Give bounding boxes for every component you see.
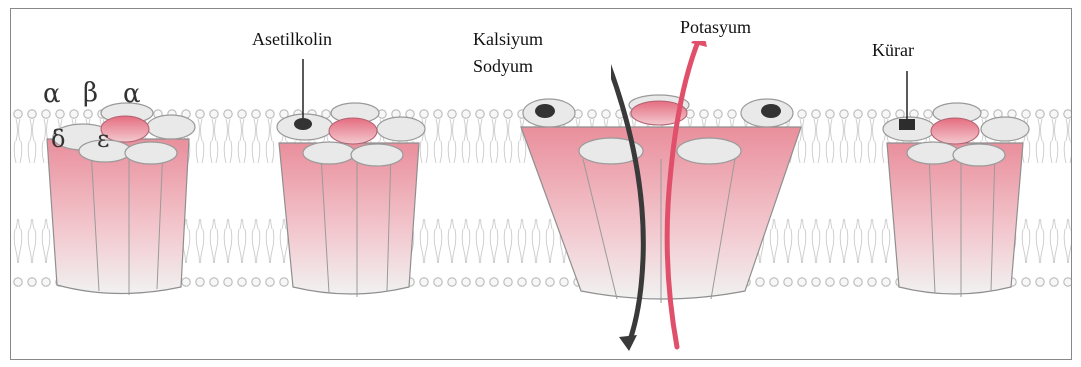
receptor-acetylcholine-bound <box>277 59 425 297</box>
acetylcholine-molecule <box>761 104 781 118</box>
subunit-cap <box>377 117 425 141</box>
subunit-cap <box>981 117 1029 141</box>
subunit-cap <box>351 144 403 166</box>
subunit-cap <box>907 142 959 164</box>
subunit-delta-label: δ <box>51 125 65 153</box>
subunit-cap <box>125 142 177 164</box>
receptor-diagram: α β α δ ε <box>11 9 1071 359</box>
curare-molecule <box>899 119 915 130</box>
subunit-beta-label: β <box>83 78 98 108</box>
subunit-cap <box>147 115 195 139</box>
subunit-alpha-label: α <box>43 79 61 109</box>
subunit-epsilon-label: ε <box>97 125 109 153</box>
label-potassium: Potasyum <box>680 17 751 37</box>
receptor-curare-bound <box>883 71 1029 297</box>
subunit-cap <box>953 144 1005 166</box>
influx-arrow-head <box>619 335 637 351</box>
subunit-cap <box>303 142 355 164</box>
channel-pore <box>931 118 979 144</box>
label-curare: Kürar <box>872 40 914 60</box>
acetylcholine-molecule <box>294 118 312 130</box>
label-sodium: Sodyum <box>473 56 533 76</box>
subunit-cap <box>677 138 741 164</box>
acetylcholine-molecule <box>535 104 555 118</box>
subunit-alpha-label: α <box>123 79 141 109</box>
diagram-frame: α β α δ ε <box>10 8 1072 360</box>
channel-pore <box>329 118 377 144</box>
label-acetylcholine: Asetilkolin <box>252 29 332 49</box>
label-calcium: Kalsiyum <box>473 29 543 49</box>
